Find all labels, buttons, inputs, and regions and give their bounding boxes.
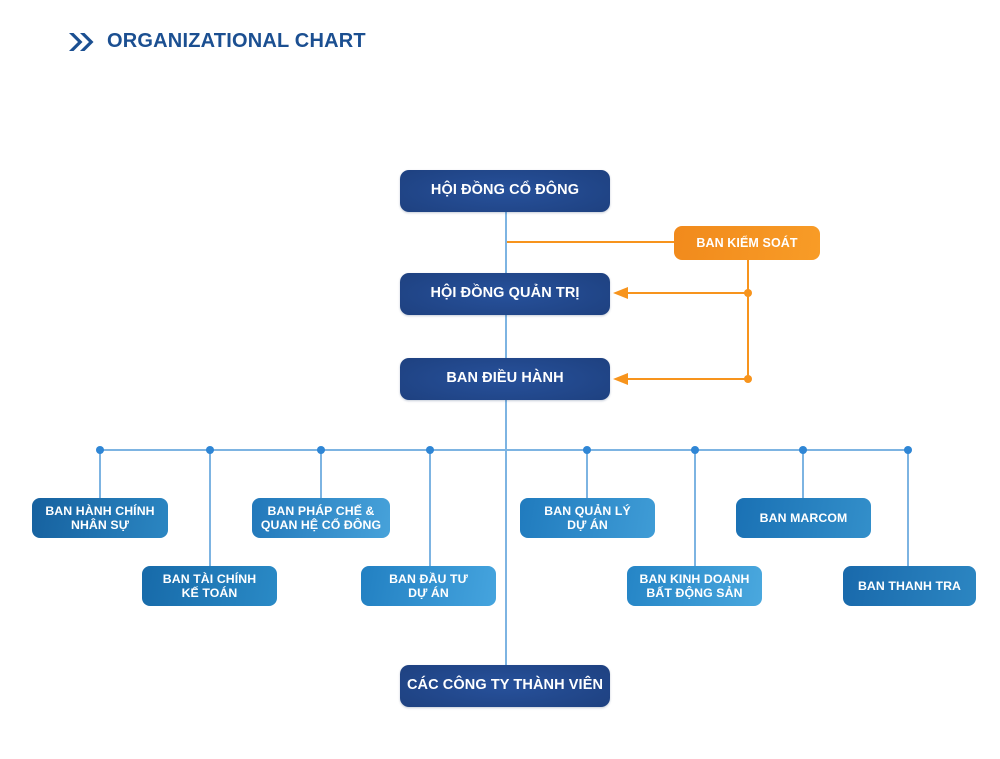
arrowhead-to-board	[613, 287, 628, 299]
bus-dot	[904, 446, 912, 454]
bus-dot	[799, 446, 807, 454]
node-label: BAN MARCOM	[759, 510, 848, 525]
blue-connector-dots	[96, 446, 912, 454]
node-label: BAN ĐẦU TƯ DỰ ÁN	[389, 571, 468, 601]
bus-dot	[426, 446, 434, 454]
node-label: BAN TÀI CHÍNH KẾ TOÁN	[162, 571, 257, 601]
bus-dot	[583, 446, 591, 454]
node-dept-real-estate-business: BAN KINH DOANH BẤT ĐỘNG SẢN	[627, 566, 762, 606]
bus-dot	[96, 446, 104, 454]
node-label: BAN ĐIỀU HÀNH	[446, 370, 564, 387]
node-label: BAN THANH TRA	[857, 578, 962, 593]
node-shareholders-general-meeting: HỘI ĐỒNG CỔ ĐÔNG	[400, 170, 610, 212]
node-executive-board: BAN ĐIỀU HÀNH	[400, 358, 610, 400]
node-dept-investment-projects: BAN ĐẦU TƯ DỰ ÁN	[361, 566, 496, 606]
arrowhead-to-executive	[613, 373, 628, 385]
node-label: BAN KIỂM SOÁT	[696, 235, 798, 250]
node-label: BAN PHÁP CHẾ & QUAN HỆ CỔ ĐÔNG	[260, 503, 382, 533]
node-label: BAN HÀNH CHÍNH NHÂN SỰ	[45, 503, 155, 533]
node-label: BAN QUẢN LÝ DỰ ÁN	[544, 503, 631, 533]
bus-dot	[206, 446, 214, 454]
orange-junction-dot	[744, 375, 752, 383]
node-dept-inspection: BAN THANH TRA	[843, 566, 976, 606]
node-member-companies: CÁC CÔNG TY THÀNH VIÊN	[400, 665, 610, 707]
node-dept-admin-hr: BAN HÀNH CHÍNH NHÂN SỰ	[32, 498, 168, 538]
node-label: HỘI ĐỒNG QUẢN TRỊ	[430, 285, 580, 302]
double-chevron-right-icon	[69, 32, 94, 51]
orange-connectors	[507, 241, 749, 380]
node-supervisory-board: BAN KIỂM SOÁT	[674, 226, 820, 260]
node-dept-legal-shareholder-relations: BAN PHÁP CHẾ & QUAN HỆ CỔ ĐÔNG	[252, 498, 390, 538]
node-label: HỘI ĐỒNG CỔ ĐÔNG	[430, 182, 580, 199]
node-label: BAN KINH DOANH BẤT ĐỘNG SẢN	[639, 571, 750, 601]
page-title: ORGANIZATIONAL CHART	[107, 30, 366, 52]
node-dept-marcom: BAN MARCOM	[736, 498, 871, 538]
orange-junction-dot	[744, 289, 752, 297]
page-header: ORGANIZATIONAL CHART	[68, 30, 366, 53]
bus-dot	[691, 446, 699, 454]
orange-arrowheads	[613, 287, 752, 385]
node-board-of-directors: HỘI ĐỒNG QUẢN TRỊ	[400, 273, 610, 315]
node-label: CÁC CÔNG TY THÀNH VIÊN	[406, 677, 604, 694]
node-dept-finance-accounting: BAN TÀI CHÍNH KẾ TOÁN	[142, 566, 277, 606]
blue-connectors	[99, 211, 909, 666]
node-dept-project-management: BAN QUẢN LÝ DỰ ÁN	[520, 498, 655, 538]
bus-dot	[317, 446, 325, 454]
